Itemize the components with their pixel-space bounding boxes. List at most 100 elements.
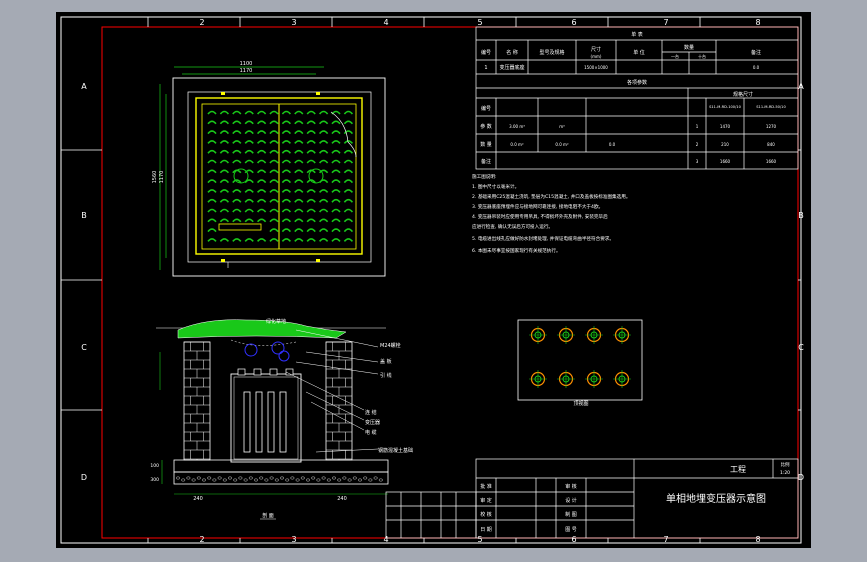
grate-mark [232, 179, 242, 184]
grate-mark [343, 130, 354, 135]
grate-mark [219, 169, 230, 174]
pt-value: m³ [559, 124, 565, 129]
grate-mark [343, 179, 354, 184]
scale-label: 比例 [781, 461, 790, 468]
grate-mark [343, 140, 354, 144]
grate-mark [306, 149, 316, 154]
gravel-stone [316, 478, 321, 482]
gravel-stone [253, 478, 258, 482]
grate-mark [207, 228, 217, 233]
grate-mark [256, 238, 267, 242]
grate-mark [281, 120, 292, 125]
grate-mark [294, 238, 304, 242]
grate-mark [331, 238, 341, 242]
grate-mark [244, 218, 254, 223]
col-label: 8 [755, 18, 760, 27]
pt-right-cell: 2 [696, 142, 699, 147]
gravel-stone [259, 476, 264, 480]
grate-mark [294, 130, 304, 135]
grate-mark [269, 179, 279, 184]
grate-mark [207, 208, 217, 213]
top-view-caption: 顶视图 [573, 400, 588, 407]
mt-subheader: 一台 [671, 53, 679, 59]
gravel-stone [326, 478, 331, 482]
grate-mark [294, 149, 304, 154]
grate-mark [306, 228, 316, 233]
grate-mark [232, 208, 242, 213]
grate-mark [318, 169, 329, 174]
gravel-stone [186, 476, 191, 480]
gravel-stone [295, 478, 300, 482]
grate-mark [318, 189, 329, 193]
grate-mark [256, 159, 267, 164]
grate-mark [256, 149, 267, 154]
grate-mark [269, 110, 279, 115]
gravel-stone [181, 478, 186, 482]
gravel-stone [342, 476, 347, 480]
scale-value: 1:20 [780, 470, 790, 476]
grate-mark [294, 169, 304, 174]
grate-mark [244, 198, 254, 203]
grate-mark [207, 198, 217, 203]
grate-mark [281, 169, 292, 174]
pt-label: 编号 [481, 105, 491, 112]
pt-right-cell: 210 [721, 142, 729, 147]
zone-ticks [61, 17, 801, 543]
grate-mark [244, 208, 254, 213]
grate-mark [244, 179, 254, 184]
pt-label: 参 数 [480, 123, 492, 130]
gravel-stone [363, 476, 368, 480]
grate-mark [232, 110, 242, 115]
grate-mark [331, 169, 341, 174]
col-label: 4 [383, 535, 388, 544]
construction-notes: 施工图说明: 1. 图中尺寸以毫米计。 2. 基础采用C25混凝土浇筑, 垫层为… [472, 173, 630, 254]
gravel-stone [279, 476, 284, 480]
tb-cell: 制 图 [565, 511, 577, 518]
grate-mark [232, 218, 242, 223]
cad-viewport[interactable]: 2 3 4 5 6 7 8 2 3 4 5 6 7 8 A B C D A B … [56, 12, 811, 548]
mt-cell: 1 [484, 65, 487, 71]
gravel-stone [269, 476, 274, 480]
grate-mark [269, 140, 279, 144]
grate-mark [343, 198, 354, 203]
tb-cell: 批 准 [480, 483, 492, 490]
grate-mark [343, 238, 354, 242]
grate-mark [207, 130, 217, 135]
material-table [475, 26, 799, 170]
gravel-stone [332, 476, 337, 480]
tb-cell: 图 号 [565, 527, 577, 533]
grate-mark [343, 208, 354, 213]
grate-mark [343, 110, 354, 115]
grate-mark [244, 120, 254, 125]
grate-mark [244, 130, 254, 135]
notes-line: 6. 本图未尽事宜按国家现行有关规范执行。 [472, 247, 561, 254]
grate-mark [219, 208, 230, 213]
row-label: A [798, 82, 804, 91]
gravel-stone [368, 478, 373, 482]
brick-walls [183, 341, 353, 461]
grate-mark [306, 189, 316, 193]
grate-mark [256, 189, 267, 193]
grate-mark [331, 208, 341, 213]
col-label: 6 [571, 18, 576, 27]
grate-mark [306, 130, 316, 135]
mt-header: 编号 [481, 49, 491, 56]
grate-mark [281, 198, 292, 203]
grate-mark [281, 189, 292, 193]
gravel-stone [238, 476, 243, 480]
grate-mark [306, 179, 316, 184]
grate-mark [343, 159, 354, 164]
col-label: 3 [291, 18, 296, 27]
grate-mark [232, 140, 242, 144]
pt-right-header: 规格尺寸 [733, 91, 753, 98]
grate-mark [244, 159, 254, 164]
col-label: 5 [477, 535, 482, 544]
tb-cell: 日 期 [480, 527, 492, 533]
drawing-title: 单相地埋变压器示意图 [666, 492, 766, 505]
mt-cell: 1500×1000 [584, 65, 608, 70]
notes-line: 3. 变压器底座预埋件应与接地网可靠连接, 接地电阻不大于4欧。 [472, 203, 603, 210]
gravel-stone [222, 478, 227, 482]
pt-right-cell: 1270 [766, 124, 777, 129]
grate-mark [256, 198, 267, 203]
col-label: 8 [755, 535, 760, 544]
